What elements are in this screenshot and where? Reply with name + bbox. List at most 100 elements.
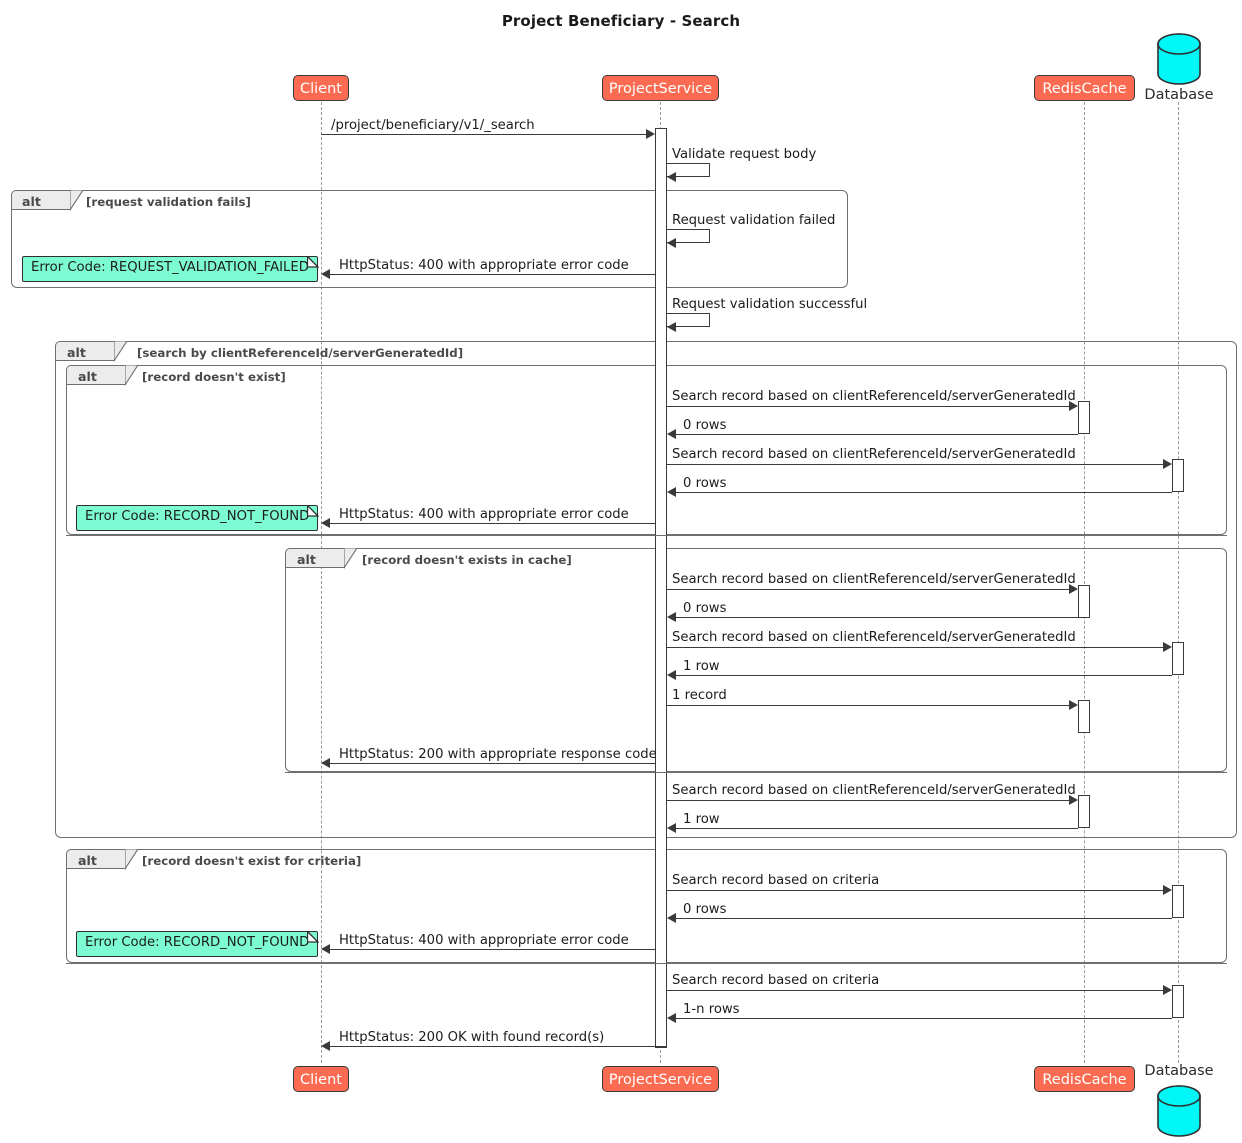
message-label-9: 0 rows (683, 476, 727, 491)
alt-frame-request-validation-fails (11, 190, 848, 288)
message-label-10: HttpStatus: 400 with appropriate error c… (339, 507, 629, 522)
message-label-2: Validate request body (672, 147, 817, 162)
message-label-14: 1 row (683, 659, 720, 674)
message-arrowhead-13 (1163, 642, 1172, 652)
message-line-7 (671, 434, 1078, 435)
message-label-16: HttpStatus: 200 with appropriate respons… (339, 747, 657, 762)
activation-rediscache-1 (1078, 401, 1090, 434)
message-arrowhead-7 (667, 429, 676, 439)
message-label-4: HttpStatus: 400 with appropriate error c… (339, 258, 629, 273)
message-arrowhead-12 (667, 612, 676, 622)
activation-database-3 (1172, 885, 1184, 918)
alt-frame-condition-5: [record doesn't exist for criteria] (142, 854, 362, 868)
message-label-23: 1-n rows (683, 1002, 740, 1017)
note-fold-icon-3 (307, 931, 319, 943)
activation-rediscache-3 (1078, 700, 1090, 733)
message-arrowhead-5 (667, 322, 676, 332)
message-label-7: 0 rows (683, 418, 727, 433)
note-record-not-found-2: Error Code: RECORD_NOT_FOUND (76, 931, 318, 957)
alt-frame-record-doesnt-exist (66, 365, 1227, 535)
message-line-1 (321, 134, 646, 135)
alt-else-divider-5 (66, 963, 1227, 964)
message-line-16 (325, 763, 655, 764)
alt-else-divider-4 (285, 772, 1227, 773)
message-line-19 (667, 890, 1163, 891)
alt-frame-record-not-in-cache (285, 548, 1227, 772)
participant-rediscache-top[interactable]: RedisCache (1034, 75, 1135, 101)
note-record-not-found-1: Error Code: RECORD_NOT_FOUND (76, 505, 318, 531)
message-arrowhead-18 (667, 823, 676, 833)
message-line-4 (325, 274, 655, 275)
message-line-20 (671, 918, 1172, 919)
message-arrowhead-6 (1069, 401, 1078, 411)
message-self-3 (667, 229, 710, 243)
activation-database-4 (1172, 985, 1184, 1018)
message-label-24: HttpStatus: 200 OK with found record(s) (339, 1030, 605, 1045)
message-arrowhead-14 (667, 670, 676, 680)
message-label-6: Search record based on clientReferenceId… (672, 389, 1076, 404)
message-label-15: 1 record (672, 688, 727, 703)
alt-frame-tab-label-2: alt (67, 345, 86, 360)
message-label-5: Request validation successful (672, 297, 868, 312)
message-label-12: 0 rows (683, 601, 727, 616)
message-self-2 (667, 163, 710, 177)
message-label-11: Search record based on clientReferenceId… (672, 572, 1076, 587)
message-line-14 (671, 675, 1172, 676)
message-label-22: Search record based on criteria (672, 973, 880, 988)
message-line-17 (667, 800, 1069, 801)
participant-database-label-bottom: Database (1144, 1063, 1214, 1079)
participant-rediscache-bottom[interactable]: RedisCache (1034, 1066, 1135, 1092)
alt-frame-condition-4: [record doesn't exists in cache] (362, 553, 572, 567)
message-arrowhead-22 (1163, 985, 1172, 995)
alt-frame-tab-corner-2 (114, 341, 128, 362)
message-label-18: 1 row (683, 812, 720, 827)
message-arrowhead-10 (321, 518, 330, 528)
note-request-validation-failed: Error Code: REQUEST_VALIDATION_FAILED (22, 256, 318, 282)
message-arrowhead-21 (321, 944, 330, 954)
activation-rediscache-4 (1078, 795, 1090, 828)
message-arrowhead-3 (667, 238, 676, 248)
message-arrowhead-23 (667, 1013, 676, 1023)
lifeline-database (1178, 102, 1179, 1063)
participant-client-top[interactable]: Client (293, 75, 349, 101)
participant-projectservice-bottom[interactable]: ProjectService (602, 1066, 719, 1092)
alt-frame-tab-corner-3 (125, 365, 139, 386)
database-icon-top (1156, 32, 1202, 90)
alt-frame-tab-corner-5 (125, 849, 139, 870)
lifeline-client (321, 102, 322, 1063)
message-line-24 (325, 1046, 666, 1047)
participant-projectservice-top[interactable]: ProjectService (602, 75, 719, 101)
message-arrowhead-15 (1069, 700, 1078, 710)
message-line-6 (667, 406, 1069, 407)
message-arrowhead-1 (646, 129, 655, 139)
message-label-3: Request validation failed (672, 213, 836, 228)
message-line-23 (671, 1018, 1172, 1019)
activation-projectservice (655, 128, 667, 1048)
message-self-5 (667, 313, 710, 327)
message-line-18 (671, 828, 1078, 829)
message-line-15 (667, 705, 1069, 706)
message-arrowhead-11 (1069, 584, 1078, 594)
message-arrowhead-8 (1163, 459, 1172, 469)
alt-frame-condition-2: [search by clientReferenceId/serverGener… (137, 346, 464, 360)
message-arrowhead-24 (321, 1041, 330, 1051)
activation-rediscache-2 (1078, 585, 1090, 618)
message-label-19: Search record based on criteria (672, 873, 880, 888)
message-line-10 (325, 523, 655, 524)
alt-frame-tab-label-1: alt (22, 194, 41, 209)
lifeline-rediscache (1084, 102, 1085, 1063)
participant-client-bottom[interactable]: Client (293, 1066, 349, 1092)
message-arrowhead-17 (1069, 795, 1078, 805)
message-label-21: HttpStatus: 400 with appropriate error c… (339, 933, 629, 948)
message-arrowhead-2 (667, 172, 676, 182)
alt-frame-tab-1 (11, 190, 71, 210)
alt-frame-condition-3: [record doesn't exist] (142, 370, 286, 384)
activation-database-1 (1172, 459, 1184, 492)
activation-database-2 (1172, 642, 1184, 675)
alt-frame-tab-corner-4 (344, 548, 358, 569)
message-line-11 (667, 589, 1069, 590)
alt-frame-condition-1: [request validation fails] (86, 195, 251, 209)
message-line-22 (667, 990, 1163, 991)
message-arrowhead-9 (667, 487, 676, 497)
